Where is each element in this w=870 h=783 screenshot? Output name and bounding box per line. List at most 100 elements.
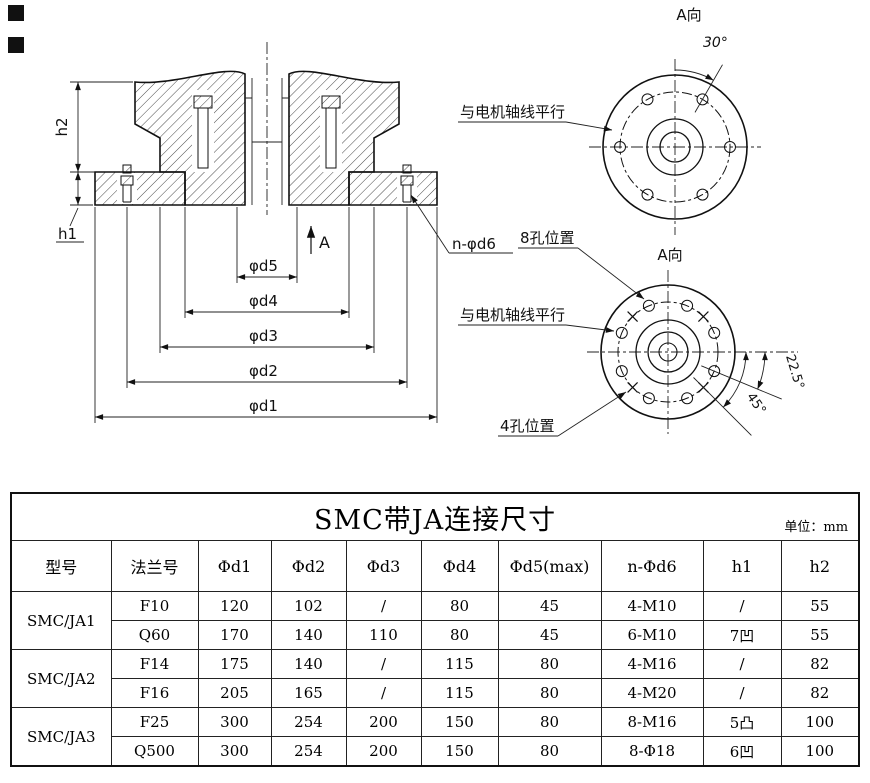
cell-d2: 140: [270, 649, 347, 679]
clamp-screw-left: [192, 90, 214, 172]
cell-flange: Q500: [110, 736, 199, 767]
angle-30-label: 30°: [703, 35, 728, 51]
cell-h1: 5凸: [702, 707, 782, 737]
cell-d3: 110: [345, 620, 422, 650]
header-model: 型号: [10, 540, 112, 592]
bolt-holes-6: [614, 93, 736, 201]
cell-h1: 6凹: [702, 736, 782, 767]
dim-d4-label: φd4: [249, 292, 278, 310]
table-row: Q60 170 140 110 80 45 6-M10 7凹 55: [11, 620, 860, 650]
cell-h2: 82: [780, 678, 860, 708]
clamp-screw-right: [320, 90, 342, 172]
header-nd6: n-Φd6: [600, 540, 704, 592]
table-row: SMC/JA1 F10 120 102 / 80 45 4-M10 / 55: [10, 591, 860, 650]
dimensions: [56, 81, 513, 423]
cell-d2: 254: [270, 736, 347, 767]
cell-d3: /: [345, 678, 422, 708]
cell-flange: F16: [110, 678, 199, 708]
cell-d4: 150: [420, 707, 499, 737]
cell-nd6: 8-Φ18: [600, 736, 704, 767]
cell-d4: 80: [420, 591, 499, 621]
header-d5: Φd5(max): [497, 540, 602, 592]
cell-d4: 115: [420, 649, 499, 679]
cell-h1: /: [702, 649, 782, 679]
cell-d4: 150: [420, 736, 499, 767]
view-a-bottom: [587, 270, 798, 436]
cell-nd6: 4-M20: [600, 678, 704, 708]
header-h2: h2: [780, 540, 860, 592]
cell-d4: 80: [420, 620, 499, 650]
view-a-top-label: A向: [676, 6, 701, 24]
cell-flange: F10: [110, 591, 199, 621]
view-a-bottom-label: A向: [657, 246, 682, 264]
cell-d2: 165: [270, 678, 347, 708]
table-row: Q500 300 254 200 150 80 8-Φ18 6凹 100: [11, 736, 860, 767]
cell-flange: F25: [110, 707, 199, 737]
cell-h2: 100: [780, 736, 860, 767]
dim-d3-label: φd3: [249, 327, 278, 345]
cell-d1: 170: [197, 620, 272, 650]
cell-flange: Q60: [110, 620, 199, 650]
header-d1: Φd1: [197, 540, 272, 592]
cell-d3: /: [345, 649, 422, 679]
dim-d2-label: φd2: [249, 362, 278, 380]
table-title-cell: SMC带JA连接尺寸 单位：mm: [10, 492, 860, 541]
cell-d4: 115: [420, 678, 499, 708]
cell-d3: 200: [345, 707, 422, 737]
cell-nd6: 4-M16: [600, 649, 704, 679]
bolt-holes-8: [615, 299, 721, 405]
cell-d1: 175: [197, 649, 272, 679]
cell-d5: 80: [497, 707, 602, 737]
technical-drawing: φd5 φd4 φd3 φd2 φd1 h2 h1 n-φd6 A A向 30°: [8, 5, 807, 437]
cell-h1: /: [702, 678, 782, 708]
dimension-table: SMC带JA连接尺寸 单位：mm 型号 法兰号 Φd1 Φd2 Φd3 Φd4 …: [10, 492, 861, 767]
view-a-top: [589, 59, 761, 235]
bolt-callout-label: n-φd6: [452, 235, 496, 253]
four-holes-annotation: 4孔位置: [500, 417, 555, 435]
dim-d5-label: φd5: [249, 257, 278, 275]
header-d4: Φd4: [420, 540, 499, 592]
cell-d5: 80: [497, 649, 602, 679]
cell-nd6: 4-M10: [600, 591, 704, 621]
cell-model: SMC/JA2: [10, 649, 112, 708]
cell-h2: 55: [780, 620, 860, 650]
corner-mark: [8, 5, 24, 21]
table-row: F16 205 165 / 115 80 4-M20 / 82: [11, 678, 860, 708]
parallel-annotation-top: 与电机轴线平行: [460, 103, 565, 121]
cell-d2: 254: [270, 707, 347, 737]
cell-d3: 200: [345, 736, 422, 767]
cell-model: SMC/JA1: [10, 591, 112, 650]
base-plate-right: [348, 171, 438, 206]
cell-nd6: 8-M16: [600, 707, 704, 737]
cell-h1: /: [702, 591, 782, 621]
table-title: SMC带JA连接尺寸: [313, 504, 557, 536]
cell-d1: 300: [197, 707, 272, 737]
cell-h1: 7凹: [702, 620, 782, 650]
table-header-row: 型号 法兰号 Φd1 Φd2 Φd3 Φd4 Φd5(max) n-Φd6 h1…: [10, 540, 860, 592]
dim-h2-label: h2: [53, 117, 71, 136]
cell-d2: 102: [270, 591, 347, 621]
eight-holes-annotation: 8孔位置: [520, 229, 575, 247]
dim-h1-label: h1: [58, 225, 77, 243]
parallel-annotation-bottom: 与电机轴线平行: [460, 306, 565, 324]
cell-d5: 80: [497, 678, 602, 708]
table-unit-label: 单位：mm: [784, 520, 849, 535]
dim-d1-label: φd1: [249, 397, 278, 415]
leader-lines: [458, 121, 645, 437]
angle-45-label: 45°: [743, 390, 769, 417]
header-flange: 法兰号: [110, 540, 199, 592]
mounting-bolt-left: [117, 164, 137, 204]
cell-d1: 120: [197, 591, 272, 621]
table-row: SMC/JA2 F14 175 140 / 115 80 4-M16 / 82: [10, 649, 860, 708]
cell-d1: 300: [197, 736, 272, 767]
corner-mark: [8, 37, 24, 53]
header-d2: Φd2: [270, 540, 347, 592]
cell-h2: 55: [780, 591, 860, 621]
cross-section-view: [94, 42, 438, 215]
cell-d5: 45: [497, 620, 602, 650]
base-plate-left: [94, 171, 186, 206]
cell-h2: 82: [780, 649, 860, 679]
header-d3: Φd3: [345, 540, 422, 592]
cell-flange: F14: [110, 649, 199, 679]
